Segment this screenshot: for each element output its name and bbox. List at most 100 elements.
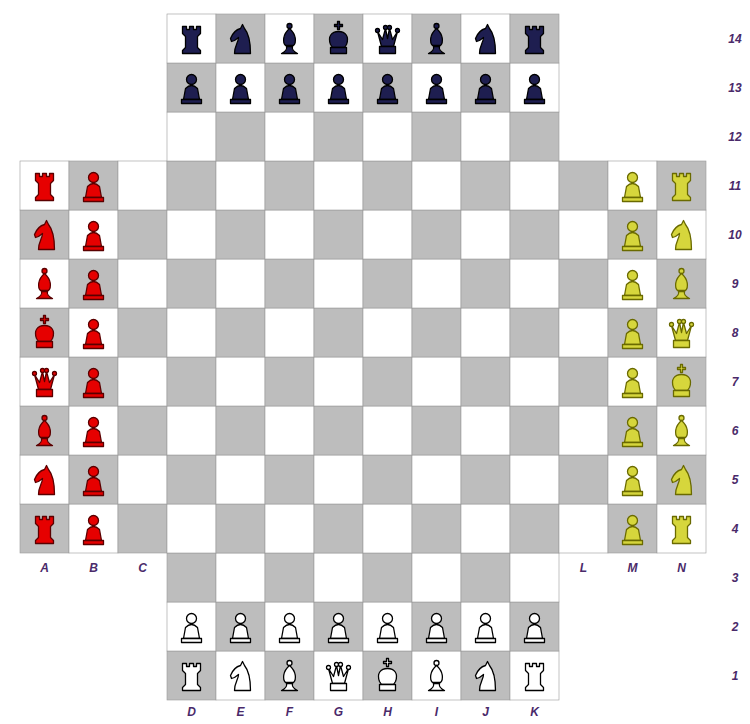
board-square	[265, 357, 314, 406]
board-square	[608, 259, 657, 308]
chess-piece	[476, 25, 496, 54]
board-square	[314, 308, 363, 357]
chess-piece	[37, 416, 53, 446]
chess-piece	[329, 22, 347, 54]
coordinate-label: F	[286, 705, 293, 719]
board-square	[314, 651, 363, 700]
chess-piece	[84, 320, 104, 349]
chess-piece	[35, 466, 55, 495]
board-square	[412, 651, 461, 700]
board-square	[20, 357, 69, 406]
board-square	[657, 504, 706, 553]
board-square	[510, 112, 559, 161]
coordinate-label: 3	[732, 571, 739, 585]
board-square	[118, 259, 167, 308]
board-square	[412, 455, 461, 504]
board-square	[20, 308, 69, 357]
board-square	[265, 651, 314, 700]
chess-piece	[623, 320, 643, 349]
board-square	[412, 210, 461, 259]
coordinate-label: 7	[732, 375, 739, 389]
board-square	[461, 651, 510, 700]
board-square	[510, 161, 559, 210]
chess-piece	[378, 659, 396, 691]
coordinate-label: 2	[732, 620, 739, 634]
board-square	[657, 161, 706, 210]
chess-piece	[84, 173, 104, 202]
board-square	[118, 504, 167, 553]
board-square	[510, 308, 559, 357]
coordinate-label: C	[138, 561, 147, 575]
board-square	[559, 504, 608, 553]
board-square	[412, 504, 461, 553]
coordinate-label: 6	[732, 424, 739, 438]
coordinate-label: 12	[728, 130, 741, 144]
board-square	[608, 455, 657, 504]
board-square	[412, 357, 461, 406]
board-square	[118, 161, 167, 210]
chess-piece	[526, 27, 544, 54]
chess-piece	[84, 467, 104, 496]
board-square	[118, 406, 167, 455]
board-square	[363, 602, 412, 651]
coordinate-label: I	[435, 705, 438, 719]
chess-piece	[376, 26, 400, 54]
board-square	[510, 63, 559, 112]
board-square	[608, 504, 657, 553]
board-square	[608, 210, 657, 259]
board-square	[216, 651, 265, 700]
chess-piece	[623, 418, 643, 447]
board-square	[510, 210, 559, 259]
chess-piece	[280, 614, 300, 643]
chess-piece	[623, 222, 643, 251]
board-square	[510, 602, 559, 651]
board-square	[167, 357, 216, 406]
board-square	[657, 308, 706, 357]
coordinate-label: A	[40, 561, 49, 575]
board-square	[461, 112, 510, 161]
board-square	[167, 63, 216, 112]
coordinate-label: B	[89, 561, 98, 575]
board-square	[216, 14, 265, 63]
board-square	[559, 357, 608, 406]
board-square	[216, 406, 265, 455]
board-square	[608, 357, 657, 406]
board-square	[363, 14, 412, 63]
board-square	[412, 553, 461, 602]
board-square	[314, 602, 363, 651]
coordinate-label: N	[677, 561, 686, 575]
chess-piece	[623, 173, 643, 202]
chess-piece	[670, 320, 694, 348]
coordinate-label: 11	[729, 179, 741, 193]
chess-piece	[623, 369, 643, 398]
board-square	[314, 406, 363, 455]
board-square	[461, 259, 510, 308]
board-square	[461, 553, 510, 602]
board-square	[363, 357, 412, 406]
board-square	[20, 455, 69, 504]
board-square	[265, 63, 314, 112]
board-square	[363, 651, 412, 700]
board-square	[265, 602, 314, 651]
board-square	[461, 14, 510, 63]
board-square	[510, 406, 559, 455]
chess-piece	[84, 516, 104, 545]
board-square	[657, 357, 706, 406]
board-square	[167, 14, 216, 63]
chess-piece	[672, 466, 692, 495]
board-square	[461, 455, 510, 504]
board-square	[412, 308, 461, 357]
board-square	[363, 455, 412, 504]
board-square	[608, 161, 657, 210]
chess-piece	[84, 369, 104, 398]
board-square	[20, 259, 69, 308]
board-square	[363, 259, 412, 308]
board-square	[265, 14, 314, 63]
board-square	[461, 161, 510, 210]
board-square	[363, 308, 412, 357]
coordinate-label: G	[334, 705, 343, 719]
board-square	[167, 602, 216, 651]
board-square	[461, 406, 510, 455]
chess-piece	[672, 221, 692, 250]
chess-piece	[378, 75, 398, 104]
